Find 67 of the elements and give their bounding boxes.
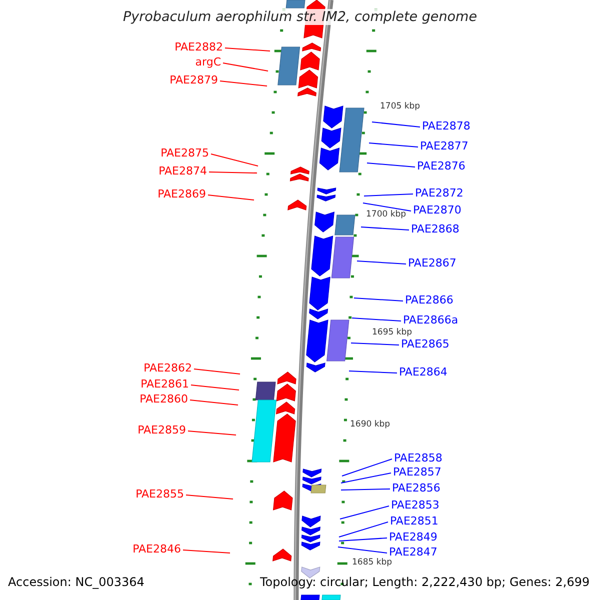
leader-line xyxy=(340,472,392,484)
leader-line xyxy=(366,162,416,168)
gene-label: PAE2868 xyxy=(411,222,460,236)
leader-line xyxy=(194,368,240,374)
leader-line xyxy=(350,342,400,346)
leader-line xyxy=(208,172,258,174)
leader-line xyxy=(208,194,254,200)
leader-line xyxy=(338,522,388,538)
gene-label: PAE2858 xyxy=(394,452,442,464)
gene-label: PAE2872 xyxy=(415,186,464,200)
scale-label: 1700 kbp xyxy=(366,210,406,220)
leader-line xyxy=(372,122,420,128)
gene-label: PAE2866a xyxy=(403,314,458,326)
leader-line xyxy=(360,226,410,230)
gene-label: PAE2869 xyxy=(158,188,206,200)
leader-line xyxy=(364,194,414,196)
gene-label: PAE2876 xyxy=(417,160,466,172)
leader-line xyxy=(368,142,418,148)
gene-label: PAE2862 xyxy=(144,362,192,374)
gene-label: PAE2851 xyxy=(390,514,438,528)
gene-label: PAE2874 xyxy=(158,164,207,178)
leader-line xyxy=(186,494,234,500)
scale-label: 1695 kbp xyxy=(372,328,412,338)
gene-label: PAE2882 xyxy=(174,40,223,54)
gene-label: PAE2875 xyxy=(160,146,209,160)
gene-label: PAE2865 xyxy=(401,338,450,350)
gene-label: PAE2855 xyxy=(136,488,184,500)
leader-line xyxy=(224,48,270,52)
gene-label: PAE2867 xyxy=(408,256,456,270)
leader-line xyxy=(348,370,398,374)
gene-label: PAE2866 xyxy=(405,294,454,306)
leader-line xyxy=(342,458,392,476)
leader-line xyxy=(362,202,412,212)
scale-label: 1705 kbp xyxy=(380,102,420,112)
leader-line xyxy=(222,62,268,72)
gene-label: PAE2853 xyxy=(391,498,440,512)
leader-line xyxy=(356,260,406,264)
leader-line xyxy=(210,154,258,166)
leader-line xyxy=(340,506,390,520)
gene-label: argC xyxy=(195,56,221,68)
gene-label: PAE2878 xyxy=(422,120,470,132)
leader-line xyxy=(338,538,388,542)
gene-label: PAE2864 xyxy=(399,366,448,378)
gene-label: PAE2860 xyxy=(140,392,188,406)
scale-label: 1685 kbp xyxy=(352,558,392,568)
gene-label: PAE2879 xyxy=(170,74,218,86)
leader-line xyxy=(188,430,236,436)
gene-label: PAE2847 xyxy=(389,546,438,558)
leader-line xyxy=(352,318,402,322)
leader-line xyxy=(220,80,268,86)
gene-label: PAE2846 xyxy=(132,542,181,556)
gene-label: PAE2856 xyxy=(392,482,440,494)
leader-line xyxy=(340,488,390,490)
gene-label: PAE2870 xyxy=(413,204,462,216)
gene-label: PAE2877 xyxy=(420,140,468,152)
leader-line xyxy=(190,400,238,406)
gene-label: PAE2859 xyxy=(138,424,186,436)
gene-label: PAE2861 xyxy=(140,378,189,390)
footer-text: Topology: circular; Length: 2,222,430 bp; Genes: 2,699 xyxy=(260,575,590,589)
gene-label: PAE2857 xyxy=(393,466,442,478)
leader-line xyxy=(354,298,404,302)
leader-line xyxy=(338,546,388,554)
leader-line xyxy=(182,550,230,554)
gene-label: PAE2849 xyxy=(389,530,438,544)
footer-text: Accession: NC_003364 xyxy=(8,575,144,589)
leader-line xyxy=(190,384,240,390)
scale-label: 1690 kbp xyxy=(350,420,390,430)
